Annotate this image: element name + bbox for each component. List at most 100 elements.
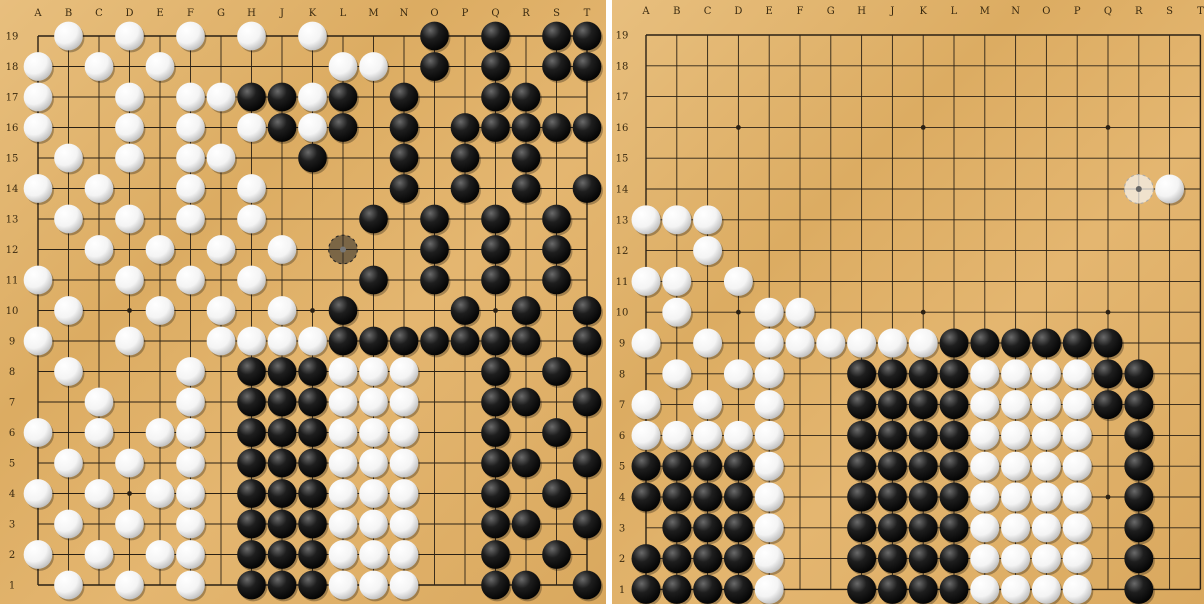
- white-stone: [755, 575, 784, 604]
- row-label: 10: [616, 308, 629, 319]
- column-label: M: [368, 8, 378, 19]
- black-stone: [390, 327, 419, 356]
- white-stone: [85, 174, 114, 203]
- black-stone: [693, 452, 722, 481]
- black-stone: [632, 483, 661, 512]
- white-stone: [970, 421, 999, 450]
- white-stone: [146, 479, 175, 508]
- white-stone: [390, 418, 419, 447]
- white-stone: [176, 83, 205, 112]
- black-stone: [573, 113, 602, 142]
- column-label: A: [641, 6, 650, 17]
- black-stone: [237, 357, 266, 386]
- column-label: T: [1197, 6, 1204, 17]
- black-stone: [298, 510, 327, 539]
- black-stone: [237, 83, 266, 112]
- white-stone: [359, 540, 388, 569]
- white-stone: [207, 83, 236, 112]
- white-stone: [662, 267, 691, 296]
- white-stone: [85, 388, 114, 417]
- white-stone: [1063, 359, 1092, 388]
- white-stone: [878, 329, 907, 358]
- black-stone: [268, 571, 297, 600]
- black-stone: [298, 388, 327, 417]
- column-label: D: [125, 8, 133, 19]
- black-stone: [481, 510, 510, 539]
- row-label: 13: [6, 215, 19, 226]
- row-label: 17: [6, 93, 19, 104]
- black-stone: [542, 418, 571, 447]
- black-stone: [1063, 329, 1092, 358]
- black-stone: [909, 483, 938, 512]
- white-stone: [85, 479, 114, 508]
- white-stone: [176, 449, 205, 478]
- white-stone: [24, 418, 53, 447]
- row-label: 17: [616, 92, 629, 103]
- black-stone: [542, 357, 571, 386]
- black-stone: [662, 575, 691, 604]
- black-stone: [420, 52, 449, 81]
- white-stone: [237, 113, 266, 142]
- row-label: 5: [9, 459, 15, 470]
- white-stone: [54, 205, 83, 234]
- black-stone: [847, 390, 876, 419]
- black-stone: [878, 544, 907, 573]
- white-stone: [176, 144, 205, 173]
- white-stone: [1032, 544, 1061, 573]
- white-stone: [755, 329, 784, 358]
- black-stone: [847, 483, 876, 512]
- black-stone: [542, 540, 571, 569]
- star-point: [310, 308, 315, 313]
- white-stone: [1032, 452, 1061, 481]
- white-stone: [359, 510, 388, 539]
- column-label: C: [704, 6, 712, 17]
- white-stone: [329, 540, 358, 569]
- black-stone: [724, 452, 753, 481]
- black-stone: [909, 390, 938, 419]
- black-stone: [940, 329, 969, 358]
- white-stone: [662, 298, 691, 327]
- white-stone: [115, 327, 144, 356]
- black-stone: [909, 544, 938, 573]
- black-stone: [268, 449, 297, 478]
- black-stone: [298, 418, 327, 447]
- black-stone: [573, 449, 602, 478]
- black-stone: [573, 52, 602, 81]
- black-stone: [298, 540, 327, 569]
- white-stone: [1001, 452, 1030, 481]
- black-stone: [1032, 329, 1061, 358]
- black-stone: [940, 452, 969, 481]
- row-label: 19: [616, 31, 629, 42]
- white-stone: [207, 296, 236, 325]
- black-stone: [542, 235, 571, 264]
- white-stone: [207, 144, 236, 173]
- black-stone: [298, 357, 327, 386]
- black-stone: [512, 327, 541, 356]
- white-stone: [847, 329, 876, 358]
- white-stone: [755, 513, 784, 542]
- white-stone: [970, 483, 999, 512]
- black-stone: [693, 513, 722, 542]
- white-stone: [237, 174, 266, 203]
- white-stone: [693, 421, 722, 450]
- row-label: 1: [9, 581, 15, 592]
- black-stone: [632, 544, 661, 573]
- black-stone: [1124, 359, 1153, 388]
- last-move-marker: [329, 235, 358, 264]
- black-stone: [268, 357, 297, 386]
- black-stone: [632, 575, 661, 604]
- column-label: R: [522, 8, 530, 19]
- white-stone: [115, 83, 144, 112]
- black-stone: [359, 266, 388, 295]
- black-stone: [542, 22, 571, 51]
- white-stone: [115, 449, 144, 478]
- stones: [632, 175, 1186, 604]
- white-stone: [176, 479, 205, 508]
- column-label: T: [584, 8, 591, 19]
- black-stone: [268, 540, 297, 569]
- star-point: [493, 308, 498, 313]
